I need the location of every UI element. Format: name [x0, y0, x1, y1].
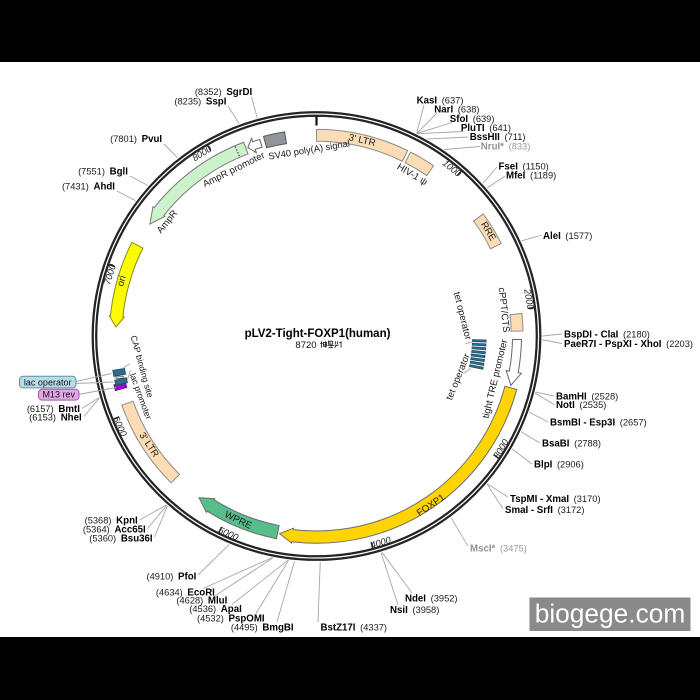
svg-text:2000: 2000	[522, 287, 537, 311]
svg-text:BlpI (2906): BlpI (2906)	[534, 460, 584, 471]
svg-text:NruI* (833): NruI* (833)	[481, 141, 531, 152]
svg-text:BsaBI (2788): BsaBI (2788)	[542, 439, 601, 450]
svg-text:NotI (2535): NotI (2535)	[556, 400, 606, 411]
svg-text:BsmBI - Esp3I (2657): BsmBI - Esp3I (2657)	[550, 418, 647, 429]
svg-text:MscI* (3475): MscI* (3475)	[470, 544, 527, 555]
svg-text:(4536) ApaI: (4536) ApaI	[189, 604, 242, 615]
svg-text:SfoI (639): SfoI (639)	[450, 114, 495, 125]
svg-text:BamHI (2528): BamHI (2528)	[556, 392, 618, 403]
svg-text:M13 rev: M13 rev	[42, 390, 75, 400]
svg-text:AleI (1577): AleI (1577)	[543, 231, 592, 242]
svg-text:NdeI (3952): NdeI (3952)	[405, 594, 458, 605]
svg-text:NsiI (3958): NsiI (3958)	[390, 605, 439, 616]
svg-text:SmaI - SrfI (3172): SmaI - SrfI (3172)	[505, 505, 584, 516]
svg-text:(6153) NheI: (6153) NheI	[29, 412, 82, 423]
svg-text:(5368) KpnI: (5368) KpnI	[85, 515, 138, 526]
svg-text:ori: ori	[115, 274, 128, 287]
svg-text:(5360) Bsu36I: (5360) Bsu36I	[89, 534, 153, 545]
svg-text:NarI (638): NarI (638)	[434, 104, 479, 115]
svg-text:BspDI - ClaI (2180): BspDI - ClaI (2180)	[564, 330, 650, 341]
svg-text:pLV2-Tight-FOXP1(human): pLV2-Tight-FOXP1(human)	[245, 328, 391, 340]
svg-text:(7551) BglI: (7551) BglI	[78, 166, 128, 177]
svg-text:TspMI - XmaI (3170): TspMI - XmaI (3170)	[510, 494, 601, 505]
svg-text:cPPT/CTS: cPPT/CTS	[496, 287, 512, 333]
svg-text:KasI (637): KasI (637)	[417, 96, 464, 107]
svg-text:lac operator: lac operator	[24, 377, 72, 387]
svg-text:8720: 8720	[295, 340, 316, 351]
svg-text:(5364) Acc65I: (5364) Acc65I	[83, 524, 146, 535]
svg-text:(4634) EcoRI: (4634) EcoRI	[156, 587, 215, 598]
svg-text:(4628) MluI: (4628) MluI	[176, 596, 227, 607]
svg-text:FseI (1150): FseI (1150)	[499, 161, 549, 172]
svg-text:(4532) PspOMI: (4532) PspOMI	[197, 614, 265, 625]
svg-text:(7801) PvuI: (7801) PvuI	[110, 134, 162, 145]
svg-text:BstZ17I (4337): BstZ17I (4337)	[321, 623, 388, 634]
svg-text:(6157) BmtI: (6157) BmtI	[27, 404, 80, 415]
svg-text:BssHII (711): BssHII (711)	[470, 132, 526, 143]
svg-text:(8352) SgrDI: (8352) SgrDI	[195, 87, 253, 98]
svg-text:(4910) PfoI: (4910) PfoI	[146, 572, 196, 583]
svg-text:PluTI (641): PluTI (641)	[461, 123, 511, 134]
svg-text:MfeI (1189): MfeI (1189)	[506, 171, 556, 182]
svg-text:(7431) AhdI: (7431) AhdI	[62, 181, 115, 192]
svg-text:(8235) SspI: (8235) SspI	[174, 97, 226, 108]
svg-text:(4495) BmgBI: (4495) BmgBI	[231, 623, 294, 634]
svg-text:biogege.com: biogege.com	[535, 599, 686, 629]
svg-text:PaeR7I - PspXI - XhoI (2203): PaeR7I - PspXI - XhoI (2203)	[564, 339, 693, 350]
